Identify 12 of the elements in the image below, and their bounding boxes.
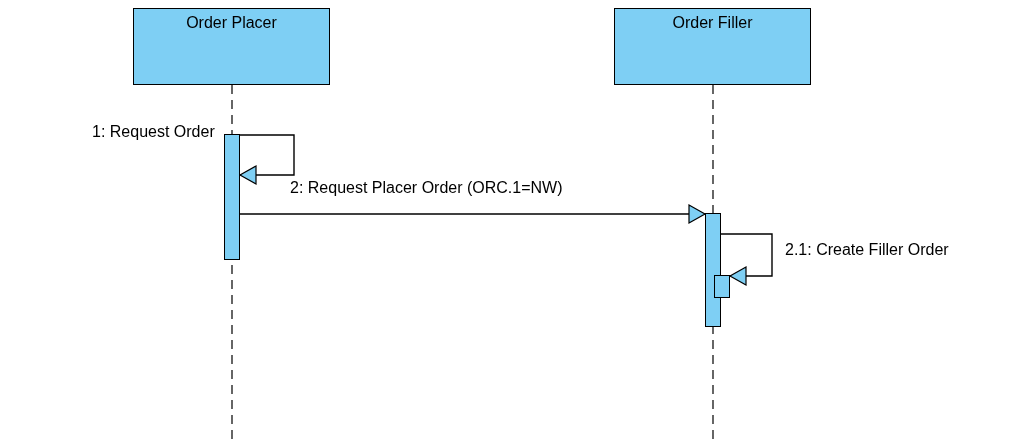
message-label: 2: Request Placer Order (ORC.1=NW): [290, 178, 563, 198]
message-label: 1: Request Order: [92, 122, 215, 142]
activation-bar: [224, 134, 240, 260]
message-arrow: [239, 134, 295, 185]
message-arrow: [720, 233, 773, 286]
activation-bar: [714, 275, 730, 298]
lifeline-name: Order Placer: [186, 13, 277, 33]
lifeline-box: [614, 8, 811, 85]
lifeline-name: Order Filler: [672, 13, 753, 33]
activation-bar: [705, 213, 721, 327]
lifeline-box: [133, 8, 330, 85]
message-arrow: [239, 204, 706, 224]
